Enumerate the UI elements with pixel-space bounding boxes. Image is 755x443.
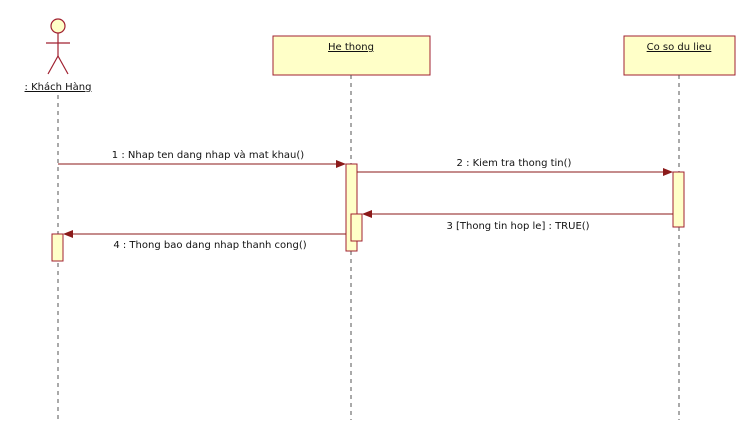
database-header-box[interactable] bbox=[623, 35, 736, 76]
message-1-label: 1 : Nhap ten dang nhap và mat khau() bbox=[112, 149, 305, 161]
system-header-box[interactable] bbox=[272, 35, 431, 76]
actor-activation-bar[interactable] bbox=[51, 233, 64, 262]
system-nested-activation-bar[interactable] bbox=[350, 213, 363, 242]
message-2-label: 2 : Kiem tra thong tin() bbox=[457, 158, 572, 169]
actor-stick-figure-icon[interactable] bbox=[46, 18, 70, 75]
database-header-label: Co so du lieu bbox=[647, 42, 712, 53]
actor-label: : Khách Hàng bbox=[25, 81, 92, 93]
system-header-label: He thong bbox=[328, 42, 374, 53]
system-activation-bar[interactable] bbox=[345, 163, 358, 252]
message-4-label: 4 : Thong bao dang nhap thanh cong() bbox=[113, 240, 306, 251]
message-3-label: 3 [Thong tin hop le] : TRUE() bbox=[446, 221, 589, 232]
database-activation-bar[interactable] bbox=[672, 171, 685, 228]
